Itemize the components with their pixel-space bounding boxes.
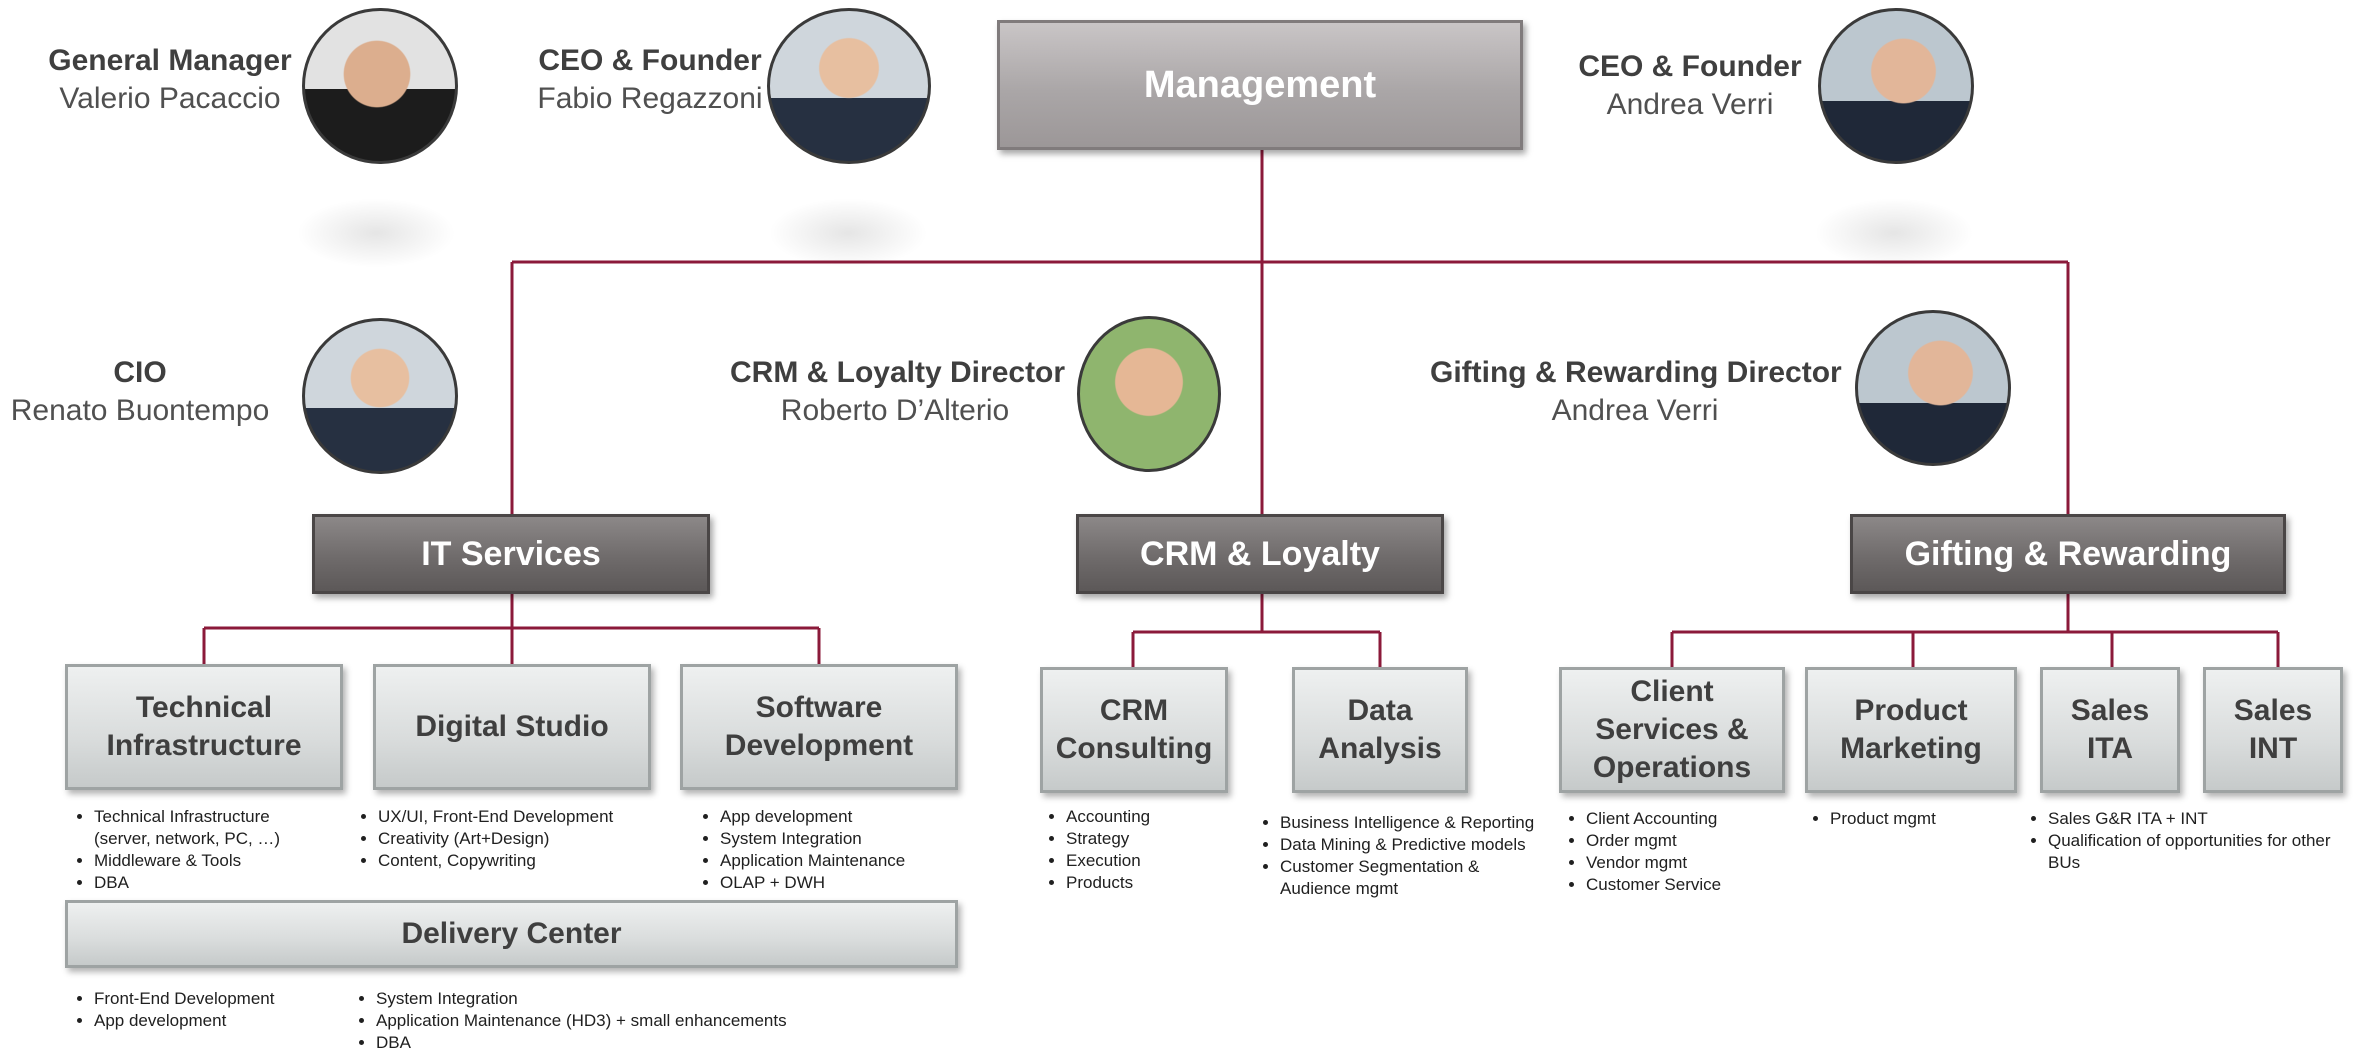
list-item: Customer Segmentation & xyxy=(1280,856,1590,878)
list-item-continuation: BUs xyxy=(2048,853,2081,872)
unit-digital-studio: Digital Studio xyxy=(373,664,651,790)
list-item: Client Accounting xyxy=(1586,808,1826,830)
cio-caption: CIO Renato Buontempo xyxy=(0,354,280,430)
list-item: Vendor mgmt xyxy=(1586,852,1826,874)
list-item: Customer Service xyxy=(1586,874,1826,896)
list-item-continuation: (server, network, PC, …) xyxy=(94,829,281,848)
list-item: UX/UI, Front-End Development xyxy=(378,806,698,828)
data-analysis-list: Business Intelligence & Reporting Data M… xyxy=(1246,812,1590,900)
list-item: Content, Copywriting xyxy=(378,850,698,872)
delivery-center-box: Delivery Center xyxy=(65,900,958,968)
crm-loyalty-box: CRM & Loyalty xyxy=(1076,514,1444,594)
crm-director-avatar xyxy=(1077,316,1221,472)
avatar-shadow xyxy=(1814,198,1974,268)
connector-gifting-units xyxy=(1670,592,2280,667)
ceo-founder-1-avatar xyxy=(767,8,931,164)
general-manager-caption: General Manager Valerio Pacaccio xyxy=(30,42,310,118)
list-item: Accounting xyxy=(1066,806,1246,828)
unit-sales-int: Sales INT xyxy=(2203,667,2343,793)
delivery-center-list-left: Front-End Development App development xyxy=(60,988,354,1032)
gifting-director-role: Gifting & Rewarding Director xyxy=(1430,356,1842,389)
unit-client-services-operations: Client Services & Operations xyxy=(1559,667,1785,793)
ceo-founder-1-name: Fabio Regazzoni xyxy=(537,82,763,115)
unit-data-analysis: Data Analysis xyxy=(1292,667,1468,793)
list-item: Order mgmt xyxy=(1586,830,1826,852)
management-box: Management xyxy=(997,20,1523,150)
avatar-shadow xyxy=(296,198,456,268)
cio-avatar xyxy=(302,318,458,474)
list-item: DBA xyxy=(94,872,394,894)
client-services-list: Client Accounting Order mgmt Vendor mgmt… xyxy=(1552,808,1826,896)
avatar-shadow xyxy=(768,198,928,268)
list-item: DBA xyxy=(376,1032,896,1054)
list-item: App development xyxy=(94,1010,354,1032)
ceo-founder-2-caption: CEO & Founder Andrea Verri xyxy=(1570,48,1810,124)
list-item: Products xyxy=(1066,872,1246,894)
list-item: Technical Infrastructure xyxy=(94,806,394,828)
list-item: Sales G&R ITA + INT xyxy=(2048,808,2374,830)
cio-role: CIO xyxy=(113,356,167,389)
list-item: Execution xyxy=(1066,850,1246,872)
gifting-director-name: Andrea Verri xyxy=(1551,394,1719,427)
connector-it-units xyxy=(202,592,821,664)
list-item: Creativity (Art+Design) xyxy=(378,828,698,850)
list-item: Data Mining & Predictive models xyxy=(1280,834,1590,856)
list-item: OLAP + DWH xyxy=(720,872,1000,894)
software-development-list: App development System Integration Appli… xyxy=(686,806,1000,894)
list-item: System Integration xyxy=(720,828,1000,850)
crm-director-caption: CRM & Loyalty Director Roberto D’Alterio xyxy=(730,354,1066,430)
it-services-box: IT Services xyxy=(312,514,710,594)
digital-studio-list: UX/UI, Front-End Development Creativity … xyxy=(344,806,698,872)
list-item: Middleware & Tools xyxy=(94,850,394,872)
product-marketing-list: Product mgmt xyxy=(1796,808,2030,830)
ceo-founder-2-name: Andrea Verri xyxy=(1606,88,1774,121)
general-manager-avatar xyxy=(302,8,458,164)
ceo-founder-2-role: CEO & Founder xyxy=(1578,50,1802,83)
unit-software-development: Software Development xyxy=(680,664,958,790)
list-item: Audience mgmt xyxy=(1280,878,1590,900)
list-item: Front-End Development xyxy=(94,988,354,1010)
gifting-director-caption: Gifting & Rewarding Director Andrea Verr… xyxy=(1430,354,1842,430)
list-item: Product mgmt xyxy=(1830,808,2030,830)
general-manager-name: Valerio Pacaccio xyxy=(59,82,281,115)
gifting-rewarding-box: Gifting & Rewarding xyxy=(1850,514,2286,594)
crm-director-role: CRM & Loyalty Director xyxy=(730,356,1066,389)
delivery-center-list-right: System Integration Application Maintenan… xyxy=(342,988,896,1054)
unit-crm-consulting: CRM Consulting xyxy=(1040,667,1228,793)
list-item: Qualification of opportunities for other xyxy=(2048,830,2374,852)
crm-consulting-list: Accounting Strategy Execution Products xyxy=(1032,806,1246,894)
list-item-continuation: Audience mgmt xyxy=(1280,879,1399,898)
list-item: (server, network, PC, …) xyxy=(94,828,394,850)
connector-crm-units xyxy=(1131,592,1382,667)
general-manager-role: General Manager xyxy=(48,44,292,77)
technical-infrastructure-list: Technical Infrastructure (server, networ… xyxy=(60,806,394,894)
unit-product-marketing: Product Marketing xyxy=(1805,667,2017,793)
ceo-founder-1-caption: CEO & Founder Fabio Regazzoni xyxy=(530,42,770,118)
gifting-director-avatar xyxy=(1855,310,2011,466)
ceo-founder-1-role: CEO & Founder xyxy=(538,44,762,77)
unit-technical-infrastructure: Technical Infrastructure xyxy=(65,664,343,790)
list-item: BUs xyxy=(2048,852,2374,874)
list-item: Strategy xyxy=(1066,828,1246,850)
list-item: Application Maintenance (HD3) + small en… xyxy=(376,1010,896,1032)
cio-name: Renato Buontempo xyxy=(10,394,270,427)
list-item: Application Maintenance xyxy=(720,850,1000,872)
ceo-founder-2-avatar xyxy=(1818,8,1974,164)
unit-sales-ita: Sales ITA xyxy=(2040,667,2180,793)
list-item: System Integration xyxy=(376,988,896,1010)
sales-ita-list: Sales G&R ITA + INT Qualification of opp… xyxy=(2014,808,2374,874)
list-item: App development xyxy=(720,806,1000,828)
crm-director-name: Roberto D’Alterio xyxy=(780,394,1010,427)
list-item: Business Intelligence & Reporting xyxy=(1280,812,1590,834)
